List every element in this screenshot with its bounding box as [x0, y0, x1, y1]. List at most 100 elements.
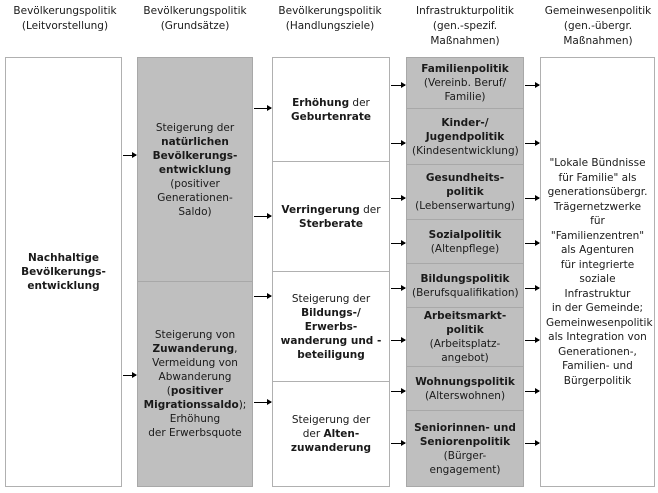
arrow-col3-col4-7	[391, 388, 406, 394]
box-bildungspolitik: Bildungspolitik (Berufsqualifikation)	[406, 264, 524, 308]
box-line-6: Migrationssaldo	[143, 399, 239, 411]
column-header-grundsaetze: Bevölkerungspolitik (Grundsätze)	[131, 4, 259, 34]
box-title-2: politik	[446, 186, 484, 198]
column-grundsaetze: Steigerung der natürlichen Bevölkerungs-…	[137, 57, 253, 487]
box-natuerliche-bevoelkerungsentwicklung: Steigerung der natürlichen Bevölkerungs-…	[137, 57, 253, 282]
header-line-1: Gemeinwesenpolitik	[544, 5, 652, 17]
arrow-col4-col5-3	[525, 195, 540, 201]
box-line-3-bold: wanderung und -	[280, 334, 382, 347]
arrow-col2-col3-4	[254, 399, 272, 405]
box-line-1-bold: Alten-	[323, 428, 360, 440]
arrow-col4-col5-7	[525, 388, 540, 394]
header-line-1: Bevölkerungspolitik	[13, 5, 117, 17]
box-title-1: Gesundheits-	[425, 172, 505, 184]
box-line-5: (positiver	[170, 177, 220, 190]
box-paragraph-line: in der Gemeinde;	[551, 302, 644, 314]
arrow-col3-col4-8	[391, 440, 406, 446]
box-line-2: natürlichen	[161, 135, 229, 148]
arrow-col3-col4-1	[391, 82, 406, 88]
box-title-2: Seniorenpolitik	[419, 435, 511, 448]
column-handlungsziele: Erhöhung der Geburtenrate Verringerung d…	[272, 57, 390, 487]
column-header-gemeinwesenpolitik: Gemeinwesenpolitik (gen.-übergr. Maßnahm…	[533, 4, 658, 49]
arrow-col1-col2-2	[123, 372, 137, 378]
box-line-2-bold: Sterberate	[299, 217, 363, 230]
box-title: Wohnungspolitik	[415, 375, 515, 388]
box-sub-1: (Lebenserwartung)	[415, 200, 515, 212]
box-title: Familienpolitik	[421, 63, 509, 75]
arrow-col3-col4-5	[391, 285, 406, 291]
box-paragraph-line: Gemeinwesenpolitik	[546, 316, 653, 329]
box-line-3: entwicklung	[27, 280, 100, 292]
box-line-2-tail: ,	[234, 343, 238, 355]
box-wohnungspolitik: Wohnungspolitik (Alterswohnen)	[406, 367, 524, 411]
box-altenzuwanderung: Steigerung der der Alten- zuwanderung	[272, 382, 390, 487]
box-bildungs-erwerbswanderung: Steigerung der Bildungs-/ Erwerbs- wande…	[272, 272, 390, 382]
box-line-6: Generationen-	[157, 191, 233, 204]
box-sub-1: (Altenpflege)	[430, 242, 500, 255]
box-line-1-bold: Erhöhung	[292, 96, 350, 109]
header-line-1: Bevölkerungspolitik	[143, 5, 247, 17]
box-sub-2: engagement)	[429, 463, 501, 476]
box-sub-1: (Berufsqualifikation)	[412, 286, 519, 299]
box-title: Sozialpolitik	[428, 228, 502, 241]
box-line-0-plain: Steigerung der	[291, 292, 371, 305]
box-paragraph-line: Familien- und	[562, 360, 633, 372]
box-nachhaltige-bevoelkerungsentwicklung: Nachhaltige Bevölkerungs- entwicklung	[5, 57, 122, 487]
box-line-8: der Erwerbsquote	[148, 427, 242, 439]
box-familienpolitik: Familienpolitik (Vereinb. Beruf/ Familie…	[406, 57, 524, 109]
column-header-handlungsziele: Bevölkerungspolitik (Handlungsziele)	[265, 4, 395, 34]
box-line-2-bold: Geburtenrate	[291, 110, 371, 123]
box-line-5: positiver	[170, 385, 224, 397]
header-line-3: Maßnahmen)	[430, 35, 500, 47]
arrow-col3-col4-6	[391, 337, 406, 343]
header-line-2: (Handlungsziele)	[285, 20, 375, 32]
box-line-1: Nachhaltige	[28, 252, 99, 264]
header-line-2: (Leitvorstellung)	[21, 20, 109, 32]
box-line-1-plain: der	[302, 428, 324, 440]
box-line-6-tail: );	[238, 399, 247, 411]
box-paragraph-line: soziale Infrastruktur	[564, 273, 631, 300]
arrow-col2-col3-1	[254, 105, 272, 111]
box-line-1-bold: Verringerung	[281, 203, 360, 216]
box-line-4: Abwanderung	[158, 371, 232, 383]
box-paragraph-line: "Familienzentren"	[550, 229, 645, 242]
box-paragraph-line: als Agenturen	[560, 244, 635, 256]
box-sub-1: (Alterswohnen)	[424, 389, 506, 402]
box-sub-1: (Bürger-	[443, 449, 487, 462]
box-sub-1: (Arbeitsplatz-	[429, 338, 501, 350]
box-paragraph-line: Generationen-,	[558, 345, 637, 358]
arrow-col4-col5-1	[525, 82, 540, 88]
box-paragraph-line: generationsübergr.	[547, 186, 648, 198]
box-title-1: Arbeitsmarkt-	[423, 310, 507, 322]
box-line-4-bold: beteiligung	[297, 348, 365, 361]
box-line-1-plain: der	[349, 96, 370, 109]
box-line-2: Zuwanderung	[152, 343, 235, 355]
arrow-col4-col5-5	[525, 285, 540, 291]
box-verringerung-sterberate: Verringerung der Sterberate	[272, 162, 390, 272]
header-line-3: Maßnahmen)	[563, 35, 633, 47]
box-line-2-bold: zuwanderung	[290, 442, 372, 454]
box-seniorinnen-seniorenpolitik: Seniorinnen- und Seniorenpolitik (Bürger…	[406, 411, 524, 487]
box-line-7: Saldo)	[178, 205, 212, 218]
column-header-leitvorstellung: Bevölkerungspolitik (Leitvorstellung)	[0, 4, 130, 34]
arrow-col4-col5-6	[525, 337, 540, 343]
column-header-infrastrukturpolitik: Infrastrukturpolitik (gen.-spezif. Maßna…	[400, 4, 530, 49]
header-line-2: (gen.-übergr.	[563, 20, 633, 32]
box-gesundheitspolitik: Gesundheits- politik (Lebenserwartung)	[406, 165, 524, 220]
box-sub-1: (Kindesentwicklung)	[412, 144, 519, 157]
box-paragraph-line: für integrierte	[560, 258, 635, 271]
arrow-col2-col3-3	[254, 293, 272, 299]
box-sub-1: (Vereinb. Beruf/	[423, 77, 507, 89]
box-line-1-bold: Bildungs-/	[301, 306, 361, 319]
header-line-1: Bevölkerungspolitik	[278, 5, 382, 17]
box-title: Bildungspolitik	[420, 272, 510, 285]
box-title-1: Seniorinnen- und	[414, 421, 516, 434]
box-title-2: Jugendpolitik	[425, 130, 505, 143]
column-leitvorstellung: Nachhaltige Bevölkerungs- entwicklung	[5, 57, 122, 487]
box-line-2-bold: Erwerbs-	[304, 320, 358, 333]
arrow-col4-col5-4	[525, 240, 540, 246]
box-sub-2: Familie)	[444, 91, 486, 103]
